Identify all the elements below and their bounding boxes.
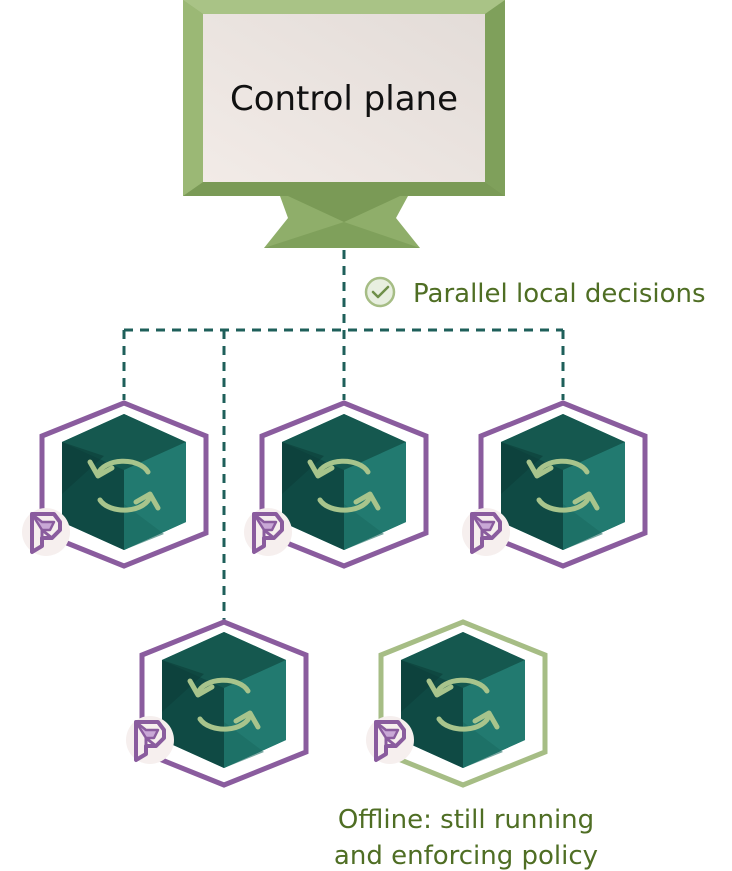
parallel-decisions-label: Parallel local decisions (413, 279, 706, 309)
node-hexagon (259, 400, 429, 569)
control-plane-monitor: Control plane (183, 0, 505, 248)
agent-badge-icon (460, 506, 512, 558)
node-connected-3 (460, 400, 648, 569)
check-circle-icon (364, 276, 396, 308)
container-cube-icon (401, 632, 525, 768)
container-cube-icon (501, 414, 625, 550)
node-connected-4 (124, 619, 309, 788)
node-hexagon (39, 400, 209, 569)
agent-badge-icon (242, 506, 294, 558)
node-hexagon-offline (378, 619, 548, 788)
agent-badge-icon (124, 714, 176, 766)
node-connected-2 (242, 400, 429, 569)
node-connected-1 (20, 400, 209, 569)
node-hexagon (478, 400, 648, 569)
parallel-decisions-status: Parallel local decisions (364, 276, 706, 309)
node-hexagon (139, 619, 309, 788)
offline-caption-line-1: Offline: still running (338, 805, 594, 835)
control-plane-label: Control plane (230, 79, 458, 119)
container-cube-icon (282, 414, 406, 550)
connector-lines (122, 250, 565, 620)
container-cube-icon (62, 414, 186, 550)
agent-badge-icon (20, 506, 72, 558)
node-offline (364, 619, 548, 788)
monitor-screen (203, 14, 485, 182)
offline-caption: Offline: still running and enforcing pol… (334, 805, 598, 871)
offline-caption-line-2: and enforcing policy (334, 841, 598, 871)
container-cube-icon (162, 632, 286, 768)
agent-badge-icon (364, 714, 416, 766)
